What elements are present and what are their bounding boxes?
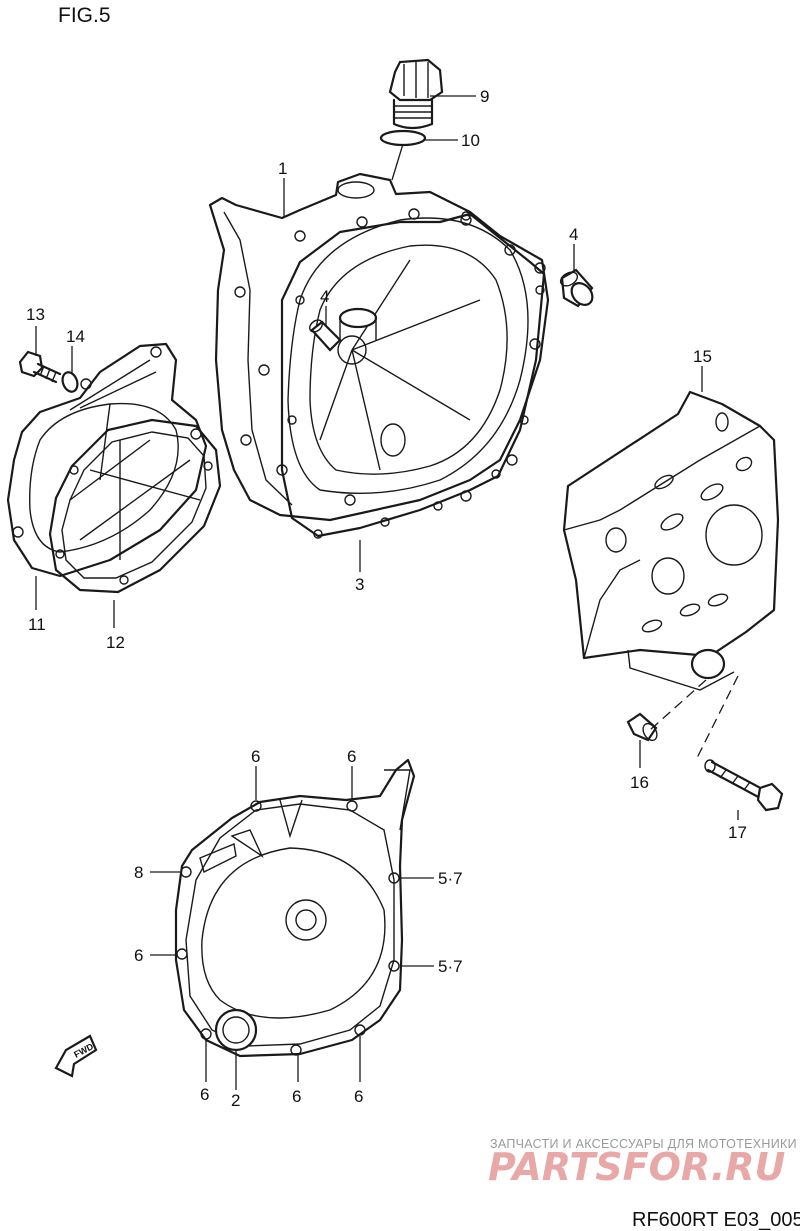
callout-6-top-right: 6 bbox=[347, 747, 356, 766]
inspection-plug bbox=[214, 1008, 258, 1052]
assembly-line-spacer bbox=[649, 679, 707, 731]
callout-13: 13 bbox=[26, 305, 45, 324]
callout-16: 16 bbox=[630, 773, 649, 792]
drawing-code: RF600RT E03_005 bbox=[632, 1209, 800, 1231]
starter-clutch-cover bbox=[6, 342, 208, 578]
fwd-arrow-icon: FWD bbox=[54, 1034, 98, 1078]
leader-lines bbox=[35, 95, 739, 1090]
magneto-cover bbox=[174, 758, 416, 1058]
guard-spacer bbox=[626, 712, 658, 742]
callout-5-7-lower: 5·7 bbox=[438, 957, 463, 976]
watermark-logo: PARTSFOR.RU bbox=[488, 1145, 786, 1189]
o-ring bbox=[379, 129, 427, 147]
callout-10: 10 bbox=[461, 131, 480, 150]
callout-9: 9 bbox=[480, 87, 489, 106]
callout-4-right: 4 bbox=[569, 225, 578, 244]
callout-8: 8 bbox=[134, 863, 143, 882]
cover-bolt bbox=[18, 350, 62, 384]
dowel-pin-left bbox=[309, 319, 342, 352]
dowel-pin-right bbox=[559, 268, 594, 308]
callout-14: 14 bbox=[66, 327, 85, 346]
watermark-tagline: ЗАПЧАСТИ И АКСЕССУАРЫ ДЛЯ МОТОТЕХНИКИ bbox=[490, 1137, 797, 1151]
callout-11: 11 bbox=[28, 615, 46, 634]
callout-4-left: 4 bbox=[320, 287, 329, 306]
oil-filler-cap bbox=[388, 58, 444, 130]
callout-6-bottom-left: 6 bbox=[200, 1085, 209, 1104]
callout-12: 12 bbox=[106, 633, 125, 652]
callout-17: 17 bbox=[728, 823, 747, 842]
callout-2: 2 bbox=[231, 1091, 240, 1110]
callout-3: 3 bbox=[355, 575, 364, 594]
callout-1: 1 bbox=[278, 159, 287, 178]
callout-15: 15 bbox=[693, 347, 712, 366]
callout-6-bottom-right: 6 bbox=[354, 1087, 363, 1106]
callout-5-7-upper: 5·7 bbox=[438, 869, 463, 888]
guard-bolt bbox=[704, 759, 784, 812]
starter-cover-gasket bbox=[48, 418, 222, 594]
figure-title: FIG.5 bbox=[58, 4, 111, 27]
washer bbox=[61, 371, 79, 393]
clutch-cover-guard bbox=[562, 390, 780, 691]
callout-6-bottom-mid: 6 bbox=[292, 1087, 301, 1106]
clutch-cover-gasket bbox=[280, 211, 546, 539]
clutch-cover bbox=[208, 172, 550, 522]
callout-6-left: 6 bbox=[134, 946, 143, 965]
callout-6-top-left: 6 bbox=[251, 747, 260, 766]
